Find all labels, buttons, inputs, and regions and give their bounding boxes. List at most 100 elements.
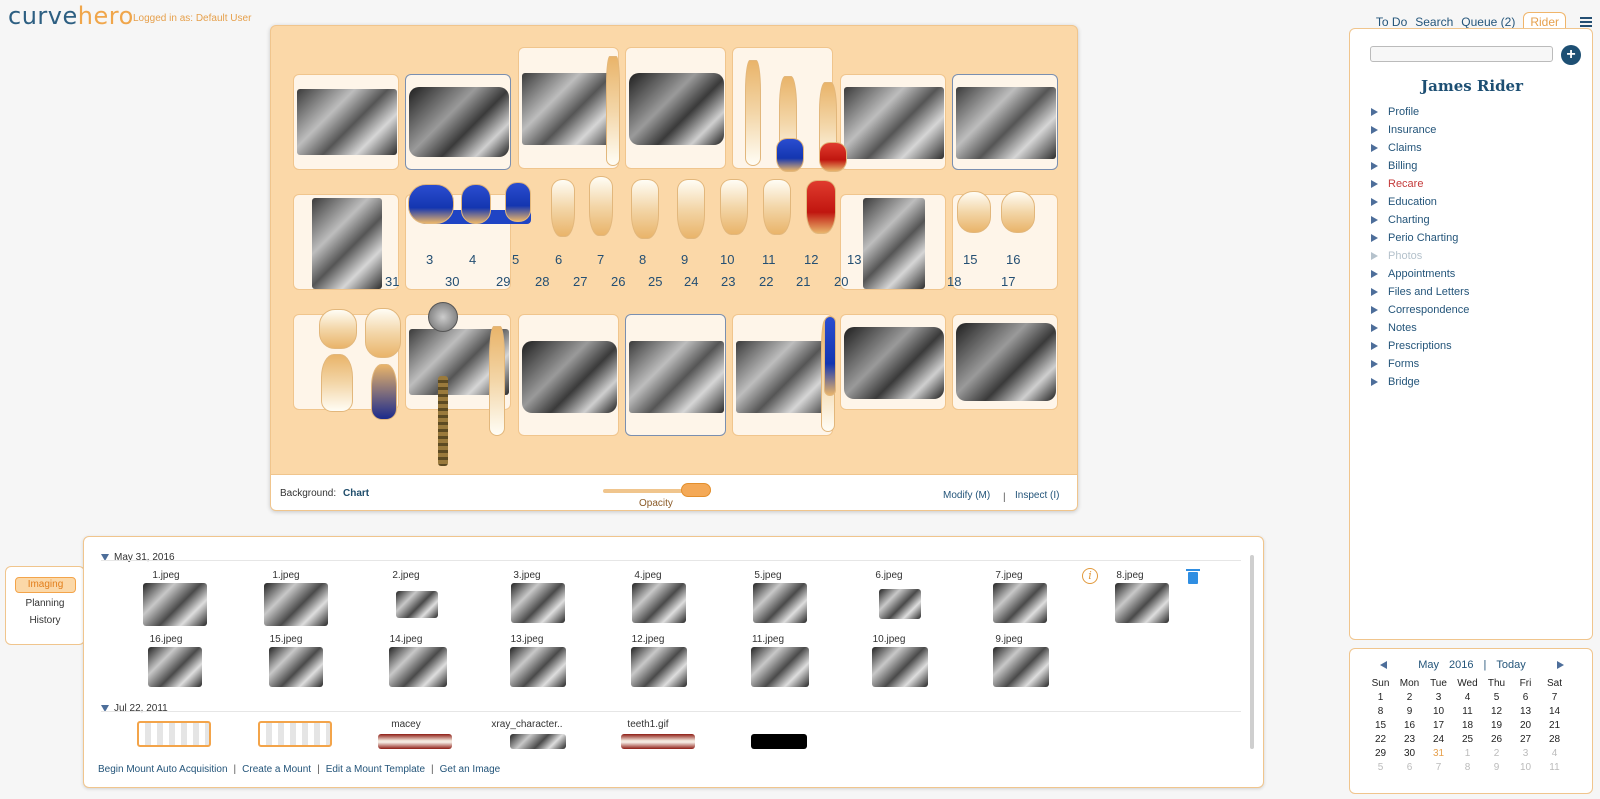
mount-frame[interactable] [293, 194, 399, 290]
tooth-number[interactable]: 7 [597, 252, 605, 267]
tooth-number[interactable]: 17 [1001, 274, 1016, 289]
image-thumbnail[interactable] [753, 583, 807, 623]
image-thumbnail[interactable] [389, 647, 447, 687]
image-thumbnail[interactable] [631, 647, 687, 687]
menu-item-profile[interactable]: Profile [1371, 103, 1469, 121]
mount-frame[interactable] [732, 314, 833, 436]
image-thumbnail[interactable] [872, 647, 928, 687]
calendar-day[interactable]: 8 [1464, 762, 1471, 773]
menu-item-education[interactable]: Education [1371, 193, 1469, 211]
mount-frame[interactable] [840, 314, 946, 410]
menu-item-files-letters[interactable]: Files and Letters [1371, 283, 1469, 301]
today-button[interactable]: Today [1496, 659, 1526, 671]
calendar-day[interactable]: 3 [1522, 748, 1529, 759]
image-thumbnail[interactable] [751, 734, 807, 749]
tooth-number[interactable]: 15 [963, 252, 978, 267]
calendar-day[interactable]: 31 [1432, 748, 1445, 759]
calendar-day[interactable]: 1 [1464, 748, 1471, 759]
mount-frame[interactable] [518, 47, 619, 169]
calendar-day[interactable]: 12 [1490, 706, 1503, 717]
calendar-day[interactable]: 29 [1374, 748, 1387, 759]
tooth-number[interactable]: 23 [721, 274, 736, 289]
image-thumbnail[interactable] [143, 583, 207, 626]
tooth-number[interactable]: 29 [496, 274, 511, 289]
image-thumbnail[interactable] [1115, 583, 1169, 623]
calendar-day[interactable]: 28 [1548, 734, 1561, 745]
calendar-day[interactable]: 20 [1519, 720, 1532, 731]
inspect-link[interactable]: Inspect (I) [1015, 490, 1060, 501]
menu-item-bridge[interactable]: Bridge [1371, 373, 1469, 391]
calendar-day[interactable]: 7 [1435, 762, 1442, 773]
mount-frame[interactable] [405, 74, 511, 170]
tooth-number[interactable]: 9 [681, 252, 689, 267]
tooth-number[interactable]: 12 [804, 252, 819, 267]
mount-frame[interactable] [840, 194, 946, 290]
image-thumbnail[interactable] [269, 647, 323, 687]
calendar-day[interactable]: 9 [1406, 706, 1413, 717]
calendar-day[interactable]: 8 [1377, 706, 1384, 717]
calendar-day[interactable]: 6 [1522, 692, 1529, 703]
tooth-number[interactable]: 21 [796, 274, 811, 289]
menu-item-charting[interactable]: Charting [1371, 211, 1469, 229]
mount-frame[interactable] [840, 74, 946, 170]
tooth-number[interactable]: 24 [684, 274, 699, 289]
background-select[interactable]: Chart [343, 488, 370, 499]
calendar-day[interactable]: 4 [1464, 692, 1471, 703]
tooth-number[interactable]: 13 [847, 252, 862, 267]
calendar-day[interactable]: 14 [1548, 706, 1561, 717]
nav-search[interactable]: Search [1415, 14, 1454, 29]
add-patient-button[interactable]: + [1561, 45, 1581, 65]
hamburger-menu-icon[interactable] [1580, 16, 1592, 27]
trash-icon[interactable] [1186, 569, 1200, 584]
group-header[interactable]: May 31, 2016 [101, 552, 175, 563]
image-thumbnail[interactable] [879, 589, 921, 619]
expand-triangle-icon[interactable] [101, 705, 109, 712]
group-header[interactable]: Jul 22, 2011 [101, 703, 168, 714]
menu-item-recare[interactable]: Recare [1371, 175, 1469, 193]
menu-item-photos[interactable]: Photos [1371, 247, 1469, 265]
image-thumbnail[interactable] [264, 583, 328, 626]
tooth-number[interactable]: 11 [762, 252, 776, 267]
image-thumbnail[interactable] [396, 591, 438, 618]
menu-item-correspondence[interactable]: Correspondence [1371, 301, 1469, 319]
calendar-day[interactable]: 21 [1548, 720, 1561, 731]
image-thumbnail[interactable] [621, 734, 695, 749]
tooth-number[interactable]: 4 [469, 252, 477, 267]
tooth-number[interactable]: 5 [512, 252, 520, 267]
image-thumbnail[interactable] [378, 734, 452, 749]
modify-link[interactable]: Modify (M) [943, 490, 991, 501]
tooth-number[interactable]: 10 [720, 252, 735, 267]
tab-history[interactable]: History [29, 615, 61, 626]
opacity-slider-handle[interactable] [681, 483, 711, 497]
mount-frame[interactable] [952, 314, 1058, 410]
mount-frame[interactable] [518, 314, 619, 436]
calendar-day[interactable]: 5 [1493, 692, 1500, 703]
tooth-number[interactable]: 22 [759, 274, 774, 289]
menu-item-billing[interactable]: Billing [1371, 157, 1469, 175]
tab-planning[interactable]: Planning [25, 598, 65, 609]
calendar-day[interactable]: 23 [1403, 734, 1416, 745]
calendar-day[interactable]: 15 [1374, 720, 1387, 731]
mount-frame[interactable] [952, 74, 1058, 170]
mount-frame[interactable] [293, 74, 399, 170]
tooth-chart[interactable]: 3 4 5 6 7 8 9 10 11 12 13 15 16 31 30 29… [271, 26, 1077, 474]
mount-frame[interactable] [625, 47, 726, 169]
image-thumbnail[interactable] [632, 583, 686, 623]
tooth-number[interactable]: 30 [445, 274, 460, 289]
calendar-day[interactable]: 19 [1490, 720, 1503, 731]
calendar-day[interactable]: 10 [1432, 706, 1445, 717]
calendar-day[interactable]: 26 [1490, 734, 1503, 745]
image-thumbnail[interactable] [993, 583, 1047, 623]
tooth-number[interactable]: 26 [611, 274, 626, 289]
menu-item-notes[interactable]: Notes [1371, 319, 1469, 337]
nav-todo[interactable]: To Do [1375, 14, 1408, 29]
calendar-day[interactable]: 25 [1461, 734, 1474, 745]
tooth-number[interactable]: 27 [573, 274, 588, 289]
edit-template-link[interactable]: Edit a Mount Template [325, 764, 426, 775]
calendar-day[interactable]: 4 [1551, 748, 1558, 759]
create-mount-link[interactable]: Create a Mount [242, 764, 312, 775]
calendar-day[interactable]: 3 [1435, 692, 1442, 703]
image-thumbnail[interactable] [511, 583, 565, 623]
calendar-day[interactable]: 5 [1377, 762, 1384, 773]
next-month-icon[interactable] [1557, 661, 1564, 669]
